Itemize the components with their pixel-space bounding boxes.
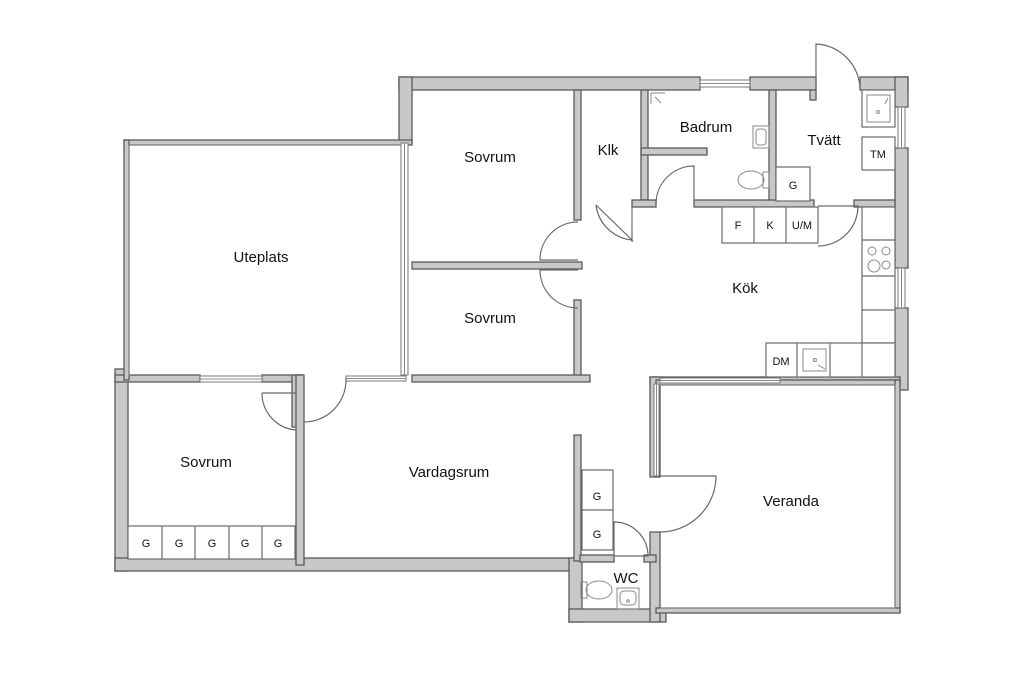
room-label-veranda: Veranda — [763, 493, 820, 510]
uteplats-outline — [123, 139, 413, 381]
fridge-label: K — [766, 220, 774, 232]
dishwasher-label: DM — [772, 356, 789, 368]
bedroom-wardrobes: G G G G G — [127, 525, 296, 560]
sink-icon — [802, 348, 827, 372]
outer-walls — [114, 76, 909, 623]
wardrobe-label-1: G — [142, 538, 151, 550]
washbasin-icon — [752, 125, 770, 149]
bathroom-fixtures — [650, 92, 770, 190]
laundry-fixtures: TM G — [775, 89, 896, 202]
room-label-wc: WC — [614, 570, 639, 587]
doors — [261, 43, 861, 557]
hall-cabinet-label-2: G — [593, 529, 602, 541]
wardrobe-label-2: G — [175, 538, 184, 550]
room-labels: Uteplats Sovrum Klk Badrum Tvätt Sovrum … — [180, 119, 841, 587]
room-label-uteplats: Uteplats — [233, 249, 288, 266]
shower-icon — [650, 92, 665, 104]
wardrobe-label-4: G — [241, 538, 250, 550]
kitchen-appliances-top: F K U/M — [721, 206, 819, 244]
room-label-sovrum-lower: Sovrum — [180, 454, 232, 471]
oven-micro-label: U/M — [792, 220, 812, 232]
wc-toilet-icon — [580, 580, 613, 600]
hall-cabinets: G G — [581, 469, 614, 551]
room-label-sovrum-upper: Sovrum — [464, 149, 516, 166]
room-label-kok: Kök — [732, 280, 758, 297]
room-label-tvatt: Tvätt — [807, 132, 841, 149]
stove-icon — [867, 246, 891, 273]
room-label-vardagsrum: Vardagsrum — [409, 464, 490, 481]
utility-sink-icon — [866, 94, 891, 123]
freezer-label: F — [735, 220, 742, 232]
wc-washbasin-icon — [616, 587, 640, 610]
room-label-klk: Klk — [598, 142, 619, 159]
wardrobe-label-3: G — [208, 538, 217, 550]
room-label-badrum: Badrum — [680, 119, 733, 136]
kitchen-counter-bottom: DM — [765, 342, 896, 378]
laundry-cabinet-label: G — [789, 180, 798, 192]
hall-cabinet-label-1: G — [593, 491, 602, 503]
room-label-sovrum-middle: Sovrum — [464, 310, 516, 327]
wardrobe-label-5: G — [274, 538, 283, 550]
toilet-icon — [737, 170, 770, 190]
windows — [199, 79, 906, 477]
wc-fixtures — [580, 580, 640, 610]
dryer-label: TM — [870, 149, 886, 161]
